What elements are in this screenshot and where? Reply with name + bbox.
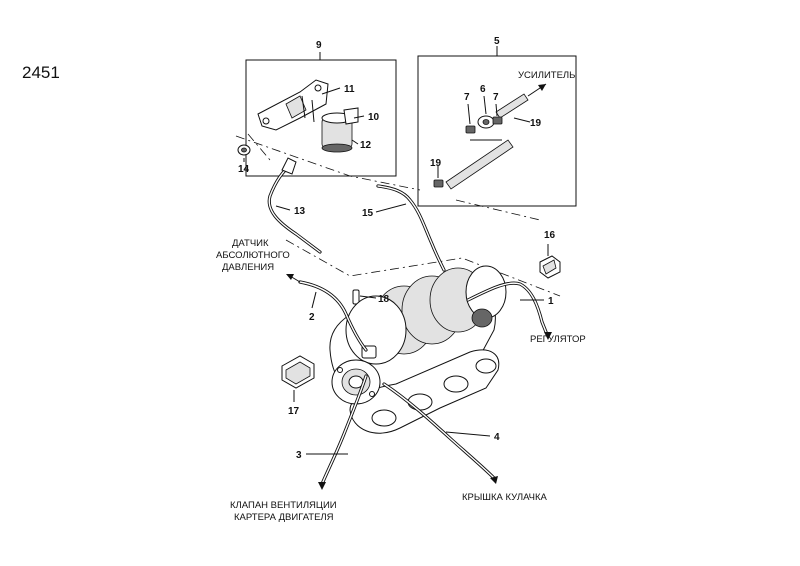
callout-11: 12 xyxy=(360,140,372,151)
callout-19b: 19 xyxy=(430,158,442,169)
connector-17 xyxy=(281,355,315,389)
washer-14 xyxy=(237,144,251,156)
leader-lines xyxy=(243,87,549,455)
caption-pcv-2: КАРТЕРА ДВИГАТЕЛЯ xyxy=(234,512,334,523)
intake-manifold xyxy=(329,265,507,434)
callouts: 9 5 11 10 12 14 13 15 7 6 7 19 19 16 1 2… xyxy=(238,36,556,461)
caption-amplifier: УСИЛИТЕЛЬ xyxy=(518,70,575,81)
hose-13 xyxy=(267,157,322,254)
callout-7b: 7 xyxy=(493,92,499,103)
hose-4 xyxy=(382,382,498,484)
callout-2: 2 xyxy=(309,312,315,323)
callout-14: 14 xyxy=(238,164,250,175)
hose-1 xyxy=(466,281,552,340)
callout-4: 4 xyxy=(494,432,500,443)
callout-6: 6 xyxy=(480,84,486,95)
hose-15 xyxy=(376,184,446,272)
callout-17: 17 xyxy=(288,406,300,417)
hose-2 xyxy=(286,274,368,352)
clip-16 xyxy=(539,255,561,279)
plug-18 xyxy=(352,289,360,305)
callout-16: 16 xyxy=(544,230,556,241)
caption-map-sensor-1: ДАТЧИК xyxy=(232,238,269,249)
caption-pcv-1: КЛАПАН ВЕНТИЛЯЦИИ xyxy=(230,500,337,511)
callout-9: 9 xyxy=(316,40,322,51)
caption-regulator: РЕГУЛЯТОР xyxy=(530,334,586,345)
callout-18: 18 xyxy=(378,294,390,305)
callout-19a: 19 xyxy=(530,118,542,129)
caption-map-sensor-3: ДАВЛЕНИЯ xyxy=(222,262,274,273)
captions: УСИЛИТЕЛЬ ДАТЧИК АБСОЛЮТНОГО ДАВЛЕНИЯ РЕ… xyxy=(216,70,586,523)
hose-3 xyxy=(318,374,368,490)
callout-13: 13 xyxy=(294,206,306,217)
assembly-5-box xyxy=(417,46,577,207)
callout-10: 10 xyxy=(368,112,380,123)
caption-cam-cover: КРЫШКА КУЛАЧКА xyxy=(462,492,548,503)
diagram-code: 2451 xyxy=(22,63,60,82)
callout-7a: 7 xyxy=(464,92,470,103)
callout-3: 3 xyxy=(296,450,302,461)
callout-12: 11 xyxy=(344,84,355,95)
callout-1: 1 xyxy=(548,296,554,307)
callout-15: 15 xyxy=(362,208,374,219)
caption-map-sensor-2: АБСОЛЮТНОГО xyxy=(216,250,290,261)
assembly-9-box xyxy=(245,52,397,177)
callout-5: 5 xyxy=(494,36,500,47)
assembly-guide-lines xyxy=(235,133,561,297)
